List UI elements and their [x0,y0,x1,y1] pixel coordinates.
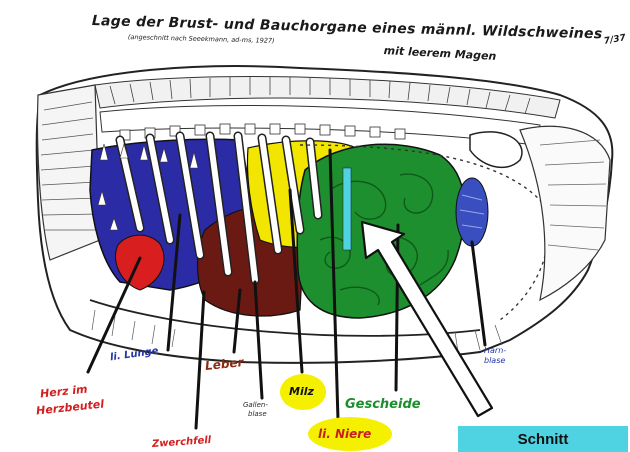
cut-marker [343,168,351,250]
cut-legend-box: Schnitt [458,426,628,452]
label-gescheide: Gescheide [345,398,421,411]
label-gallenblase-line2: blase [248,411,267,418]
label-harnblase-line1: Harn- [484,347,506,355]
cut-legend-label: Schnitt [518,431,569,448]
label-leber: Leber [204,356,243,372]
label-niere: li. Niere [318,427,371,441]
label-gallenblase-line1: Gallen- [243,402,268,409]
label-milz: Milz [289,385,314,398]
label-harnblase-line2: blase [484,357,505,365]
